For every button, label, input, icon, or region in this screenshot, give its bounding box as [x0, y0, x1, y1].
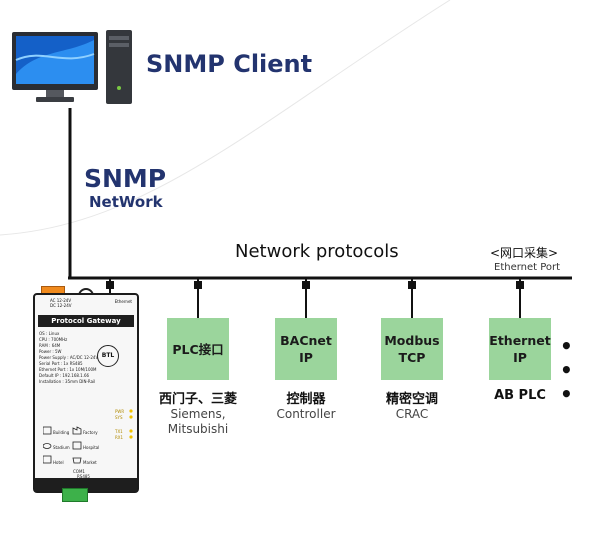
led-label: TX1: [115, 429, 123, 434]
spec-line: RAM : 64M: [39, 343, 61, 348]
gateway-header: AC 12-24V DC 12-24V Ethernet: [38, 298, 134, 312]
led-label: PWR: [115, 409, 125, 414]
device-label-en: CRAC: [395, 407, 429, 421]
device-label-cn: 控制器: [286, 392, 326, 407]
led-indicators: [129, 409, 133, 439]
device-label-en: Siemens, Mitsubishi: [167, 407, 229, 436]
spec-line: Installation : 35mm DIN-Rail: [39, 379, 96, 384]
spec-line: Power : 5W: [39, 349, 62, 354]
gateway-bottom-bar: [35, 478, 137, 491]
spec-line: Default IP : 192.168.1.66: [39, 373, 90, 378]
port-tag: Ethernet: [114, 299, 132, 304]
icon-label: Building: [53, 430, 70, 435]
snmp-client-title: SNMP Client: [146, 50, 313, 78]
device-label-cn: 西门子、三菱: [158, 392, 237, 407]
com-sub-label: RS485: [77, 474, 90, 479]
bus-drops: [109, 278, 521, 318]
power-tag: AC 12-24V DC 12-24V: [50, 298, 72, 308]
icon-label: Hospital: [83, 445, 100, 450]
decorative-arc: [0, 0, 451, 236]
ethernet-port-label-cn: <网口采集>: [490, 246, 559, 260]
protocol-box-bacnet: BACnet IP: [275, 318, 337, 380]
icon-label: Hotel: [53, 460, 64, 465]
snmp-network-subtitle: NetWork: [89, 193, 163, 211]
more-devices-dots: • • •: [560, 334, 575, 406]
icon-label: Market: [83, 460, 97, 465]
com-label: COM1: [73, 469, 85, 474]
computer-icon: [12, 30, 132, 104]
network-protocols-label: Network protocols: [235, 241, 399, 262]
spec-line: Power Supply : AC/DC 12-24V: [39, 355, 99, 360]
icon-label: Factory: [83, 430, 98, 435]
spec-line: OS : Linux: [39, 331, 60, 336]
protocol-label: Ethernet IP: [489, 333, 551, 365]
protocol-label: PLC接口: [172, 341, 224, 357]
application-icons: [43, 426, 82, 464]
snmp-network-title: SNMP: [84, 164, 167, 193]
spec-line: CPU : 700MHz: [39, 337, 68, 342]
spec-line: Ethernet Port : 1x 10M/100M: [39, 367, 97, 372]
device-label-cn: AB PLC: [494, 388, 546, 403]
protocol-box-ethernet-ip: Ethernet IP: [489, 318, 551, 380]
protocol-label: Modbus TCP: [384, 333, 440, 365]
gateway-title: Protocol Gateway: [38, 315, 134, 327]
led-label: SYS: [115, 415, 123, 420]
bus-port-squares: [106, 281, 524, 289]
spec-line: Serial Port : 1x RS485: [39, 361, 83, 366]
device-label-en: Controller: [276, 407, 336, 421]
ethernet-port-label-en: Ethernet Port: [494, 262, 561, 273]
btl-logo: BTL: [97, 345, 119, 367]
protocol-gateway-device: AC 12-24V DC 12-24V Ethernet Protocol Ga…: [33, 293, 139, 493]
led-label: RX1: [115, 435, 124, 440]
icon-label: Stadium: [53, 445, 70, 450]
protocol-box-plc: PLC接口: [167, 318, 229, 380]
rs485-terminal: [62, 488, 88, 502]
device-label-cn: 精密空调: [385, 392, 438, 407]
protocol-box-modbus: Modbus TCP: [381, 318, 443, 380]
protocol-label: BACnet IP: [280, 333, 332, 365]
